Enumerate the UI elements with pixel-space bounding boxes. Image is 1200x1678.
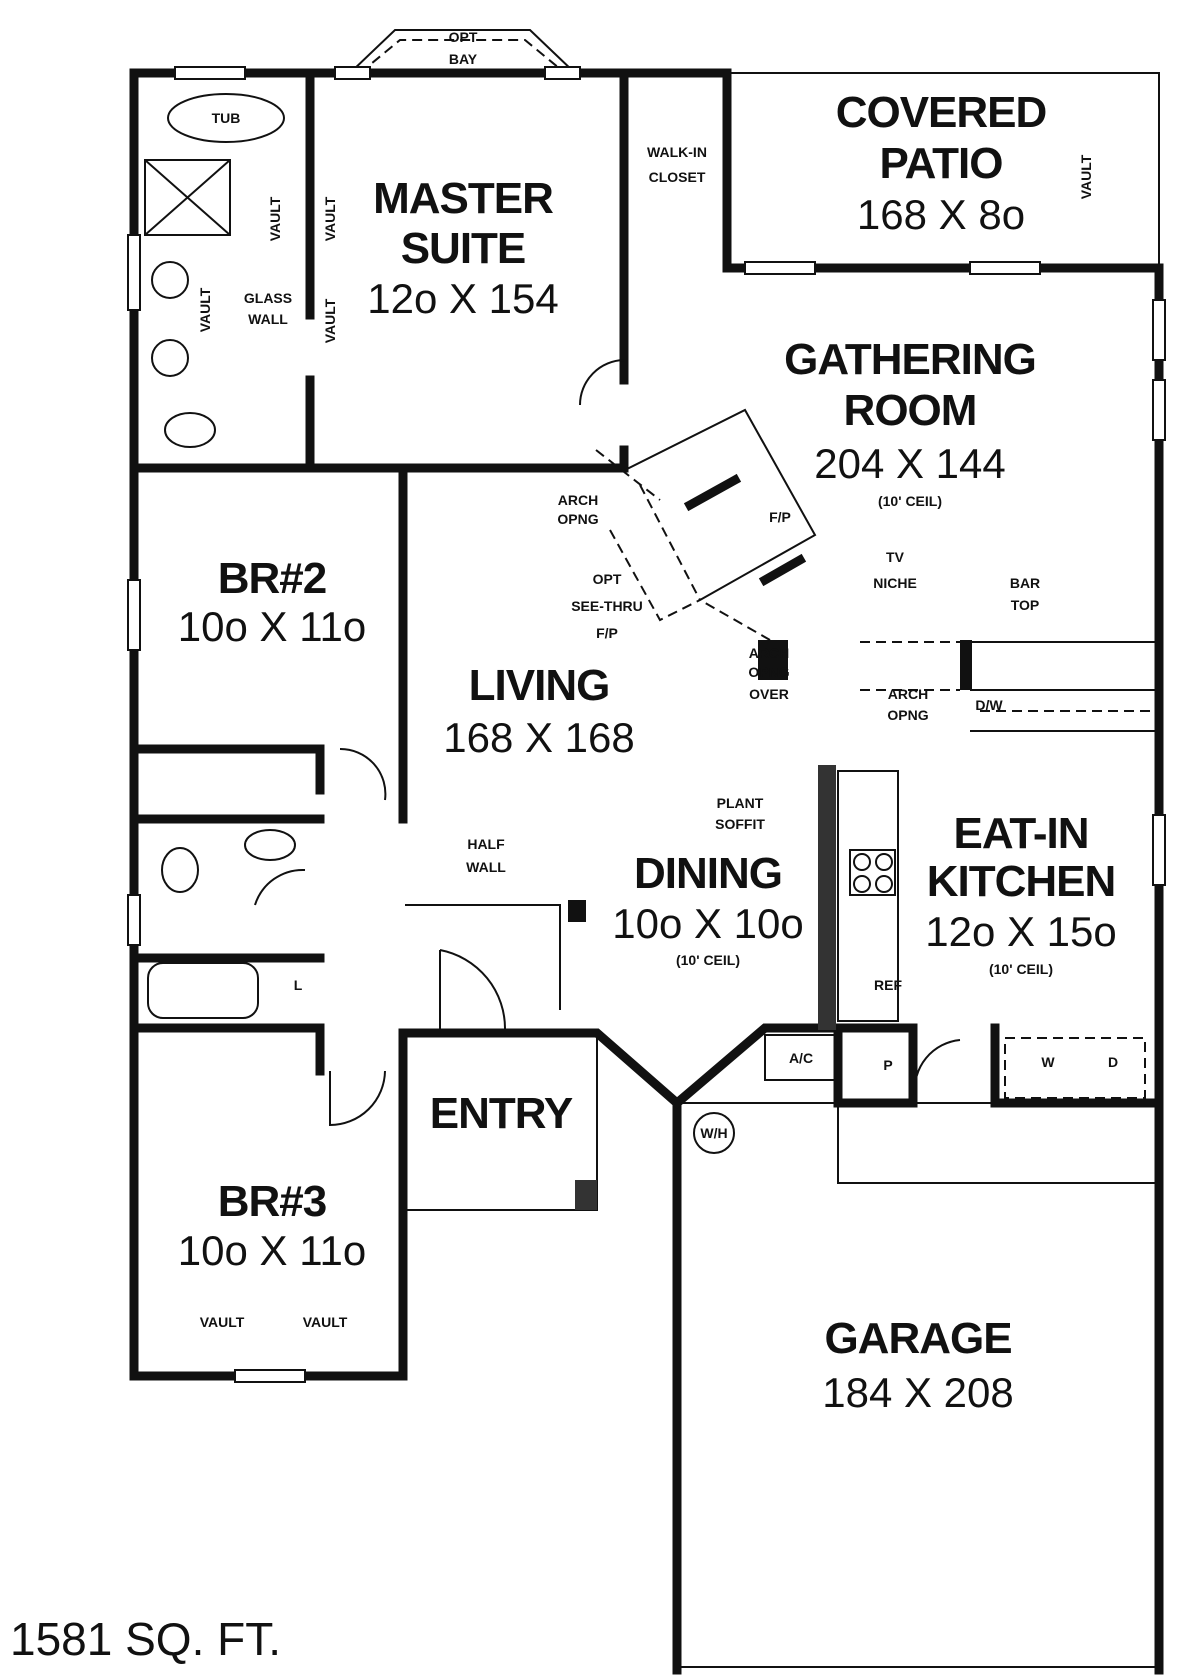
master-suite-dims: 12o X 154 bbox=[367, 275, 559, 322]
dining-ceiling: (10' CEIL) bbox=[676, 952, 740, 968]
br2-label: BR#2 bbox=[218, 554, 327, 603]
fixtures bbox=[144, 93, 1146, 1154]
covered-patio-label-2: PATIO bbox=[880, 139, 1003, 188]
half-label: HALF bbox=[467, 836, 505, 852]
opng-label: OPNG bbox=[557, 511, 598, 527]
entry-label: ENTRY bbox=[430, 1089, 573, 1138]
vault-label: VAULT bbox=[322, 298, 338, 343]
opt-bay-window bbox=[349, 29, 576, 74]
windows bbox=[127, 66, 1166, 1383]
linen-label: L bbox=[294, 977, 303, 993]
vault-label: VAULT bbox=[200, 1314, 245, 1330]
tub-label: TUB bbox=[212, 110, 241, 126]
pantry-label: P bbox=[883, 1057, 892, 1073]
dryer-label: D bbox=[1108, 1054, 1118, 1070]
opng-label-2: OPNG bbox=[887, 707, 928, 723]
vault-label: VAULT bbox=[322, 196, 338, 241]
bar-label: BAR bbox=[1010, 575, 1040, 591]
half-wall-label: WALL bbox=[466, 859, 506, 875]
fp-label: F/P bbox=[769, 509, 791, 525]
ac-label: A/C bbox=[789, 1050, 813, 1066]
opng-over-label: OPNG bbox=[748, 664, 789, 680]
tv-label: TV bbox=[886, 549, 905, 565]
kitchen-label: EAT-IN bbox=[954, 809, 1089, 858]
dining-dims: 10o X 10o bbox=[612, 900, 804, 947]
square-footage: 1581 SQ. FT. bbox=[10, 1613, 281, 1665]
arch-label-2: ARCH bbox=[888, 686, 928, 702]
arch-over-label: ARCH bbox=[749, 645, 789, 661]
gathering-room-dims: 204 X 144 bbox=[814, 440, 1006, 487]
vault-label: VAULT bbox=[303, 1314, 348, 1330]
gathering-room-ceiling: (10' CEIL) bbox=[878, 493, 942, 509]
vault-label: VAULT bbox=[1078, 154, 1094, 199]
over-label: OVER bbox=[749, 686, 789, 702]
kitchen-dims: 12o X 15o bbox=[925, 908, 1117, 955]
gathering-room-label-2: ROOM bbox=[844, 386, 977, 435]
covered-patio-dims: 168 X 8o bbox=[857, 191, 1025, 238]
niche-label: NICHE bbox=[873, 575, 917, 591]
dining-label: DINING bbox=[634, 849, 782, 898]
closet-label: CLOSET bbox=[649, 169, 706, 185]
top-label: TOP bbox=[1011, 597, 1040, 613]
interior-walls bbox=[129, 68, 1164, 1210]
water-heater-label: W/H bbox=[700, 1125, 727, 1141]
br3-dims: 10o X 11o bbox=[178, 1227, 366, 1274]
see-thru-label: SEE-THRU bbox=[571, 598, 643, 614]
br3-label: BR#3 bbox=[218, 1177, 327, 1226]
kitchen-ceiling: (10' CEIL) bbox=[989, 961, 1053, 977]
bay-label: BAY bbox=[449, 51, 478, 67]
covered-patio-label: COVERED bbox=[836, 88, 1047, 137]
arch-label: ARCH bbox=[558, 492, 598, 508]
ref-label: REF bbox=[874, 977, 902, 993]
kitchen-label-2: KITCHEN bbox=[927, 857, 1116, 906]
fireplace bbox=[595, 408, 817, 641]
gathering-room-label: GATHERING bbox=[784, 335, 1036, 384]
opt-fp-label: OPT bbox=[593, 571, 622, 587]
see-thru-fp-label: F/P bbox=[596, 625, 618, 641]
garage-label: GARAGE bbox=[824, 1314, 1011, 1363]
br2-dims: 10o X 11o bbox=[178, 603, 366, 650]
plant-label: PLANT bbox=[717, 795, 764, 811]
soffit-label: SOFFIT bbox=[715, 816, 765, 832]
vault-label: VAULT bbox=[267, 196, 283, 241]
living-dims: 168 X 168 bbox=[443, 714, 635, 761]
walk-in-label: WALK-IN bbox=[647, 144, 707, 160]
glass-wall-label: WALL bbox=[248, 311, 288, 327]
washer-label: W bbox=[1041, 1054, 1055, 1070]
annotations: OPT BAY TUB WALK-IN CLOSET GLASS WALL VA… bbox=[197, 29, 1118, 1330]
glass-label: GLASS bbox=[244, 290, 292, 306]
dishwasher-label: D/W bbox=[975, 697, 1003, 713]
living-label: LIVING bbox=[469, 661, 610, 710]
master-suite-label: MASTER bbox=[373, 174, 553, 223]
master-suite-label-2: SUITE bbox=[401, 224, 526, 273]
opt-label: OPT bbox=[449, 29, 478, 45]
garage-dims: 184 X 208 bbox=[822, 1369, 1014, 1416]
vault-label: VAULT bbox=[197, 287, 213, 332]
